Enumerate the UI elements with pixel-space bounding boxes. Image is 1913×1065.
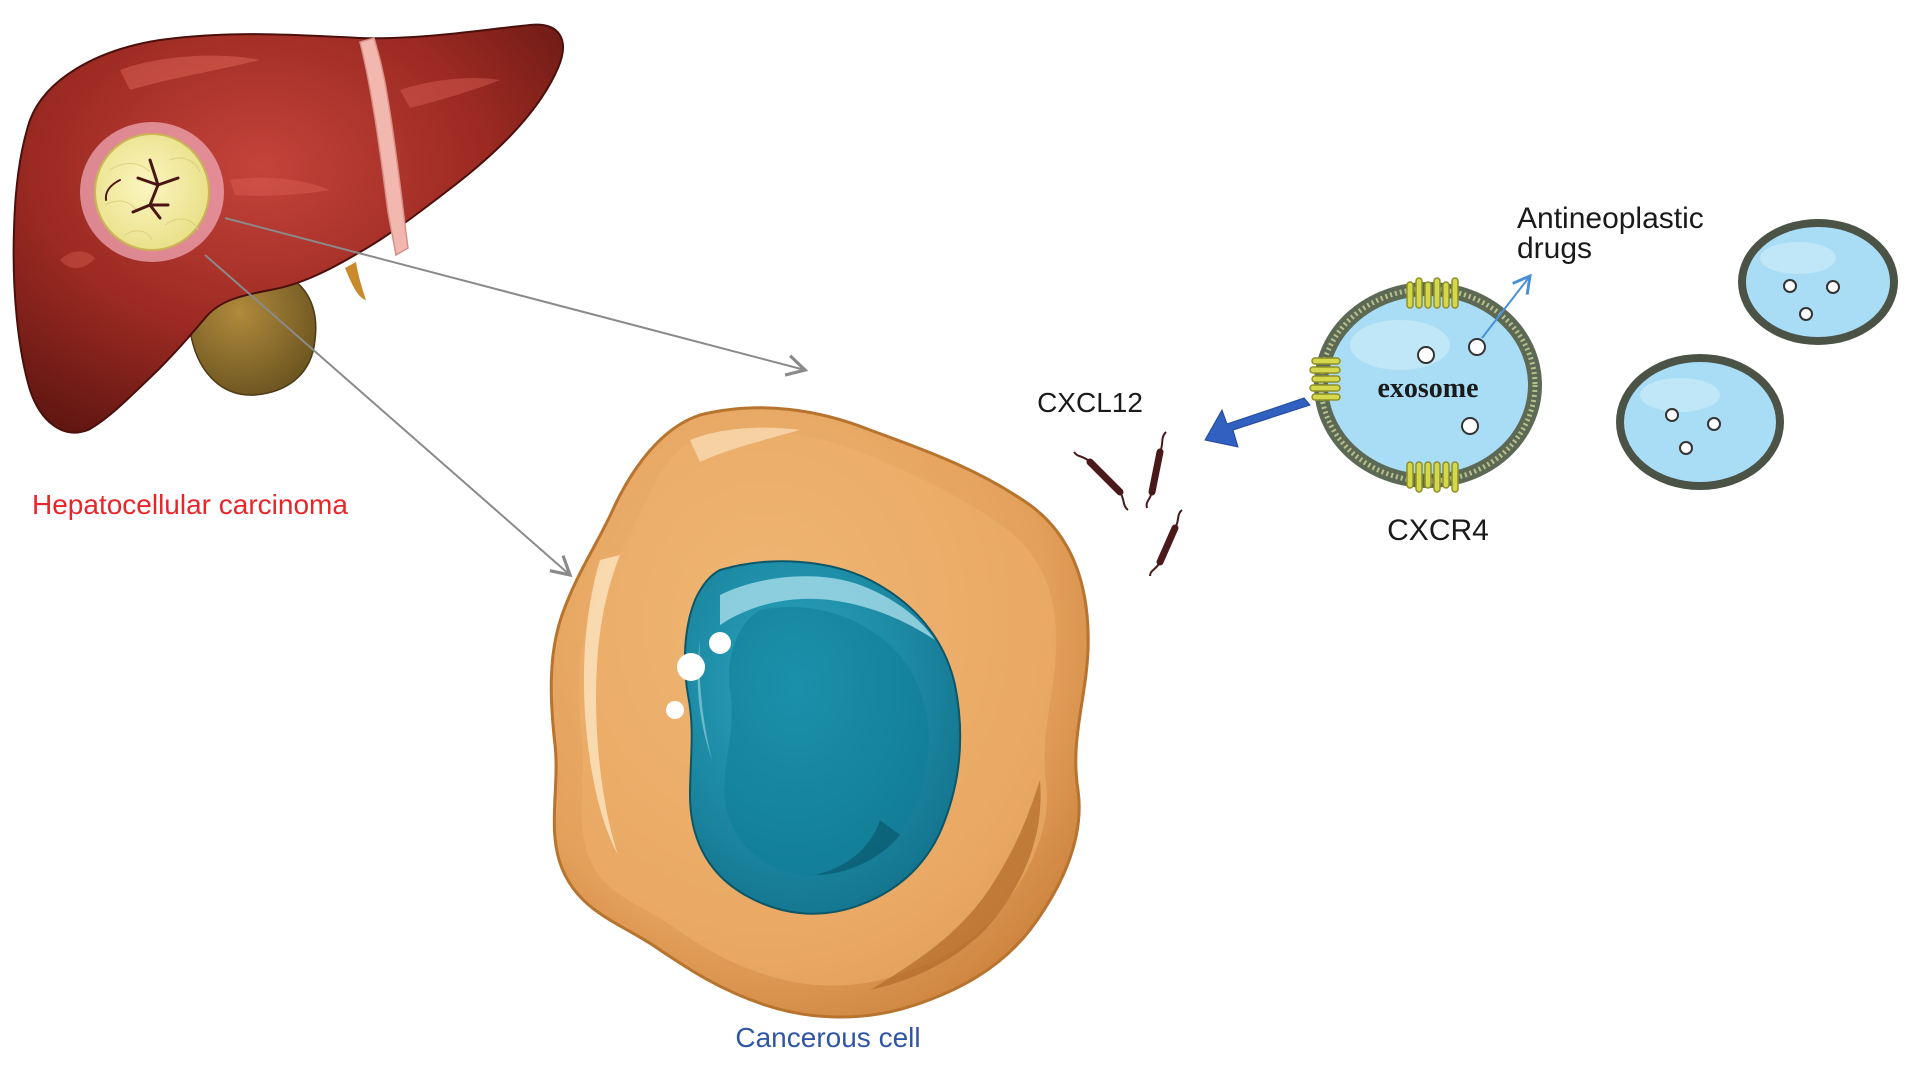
cxcl12-molecule [1149,509,1183,577]
drug-particle [1679,441,1693,455]
cxcr4-label: CXCR4 [1387,514,1489,547]
cxcl12-molecules [1073,431,1183,577]
cxcr4-receptor-top [1406,277,1459,309]
drug-particle [1826,280,1840,294]
tumor [94,133,210,251]
release-arrow [1204,397,1311,448]
cxcl12-molecule [1073,451,1129,511]
cxcr4-receptor-left [1309,357,1341,401]
exosome-label: exosome [1377,373,1478,404]
exosome-main: exosome [1309,277,1542,493]
cxcl12-molecule [1145,431,1167,509]
drugs-label-line1: Antineoplastic [1517,202,1704,235]
drug-particle [1783,279,1797,293]
liver-ligament [359,37,409,257]
exosome-small-top [1738,219,1898,345]
drug-release-arrow [1481,273,1532,339]
liver-illustration [12,23,564,434]
pointer-arrow-upper [224,217,809,377]
cancer-cell [549,406,1090,1019]
cell-bubble [677,653,705,681]
drug-particle [1461,417,1479,435]
drug-particle [1468,338,1486,356]
cell-bubble [666,701,684,719]
drug-particle [1707,417,1721,431]
pointer-arrow-lower [204,254,573,578]
drug-particle [1799,307,1813,321]
cxcr4-receptor-bottom [1406,461,1459,493]
drug-particle [1417,346,1435,364]
drug-particle [1665,408,1679,422]
hcc-label: Hepatocellular carcinoma [32,489,348,520]
cell-bubble [709,632,731,654]
cancer-cell-label: Cancerous cell [735,1022,920,1053]
drugs-label-line2: drugs [1517,232,1592,265]
cxcl12-label: CXCL12 [1037,387,1143,418]
exosome-small-bottom [1616,354,1784,490]
tumor-scar [104,158,180,220]
